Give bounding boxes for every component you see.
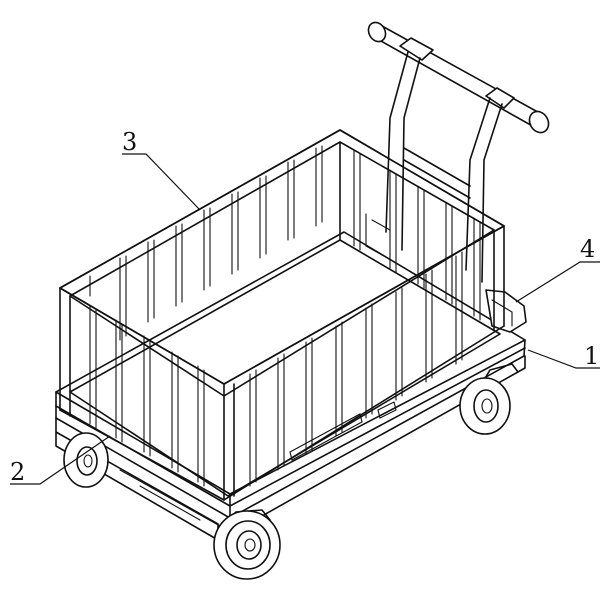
callout-2: 2 [10,435,111,486]
front-bars [249,251,463,487]
front-right-wheel [213,509,281,580]
callout-3: 3 [122,128,201,211]
front-left-wheel [63,432,109,488]
right-bars [353,149,481,321]
basket-frame [59,129,505,501]
rear-bracket [485,289,527,333]
push-handle [367,21,550,283]
callout-1: 1 [527,342,600,370]
rear-right-wheel [459,363,519,435]
callout-4-label: 4 [580,235,595,263]
callout-1-label: 1 [584,342,599,370]
callout-2-label: 2 [10,458,25,486]
base-platform [55,231,526,541]
callout-3-label: 3 [122,128,137,156]
back-bars [89,145,323,341]
side-bars [89,305,205,487]
callout-4: 4 [515,235,600,303]
